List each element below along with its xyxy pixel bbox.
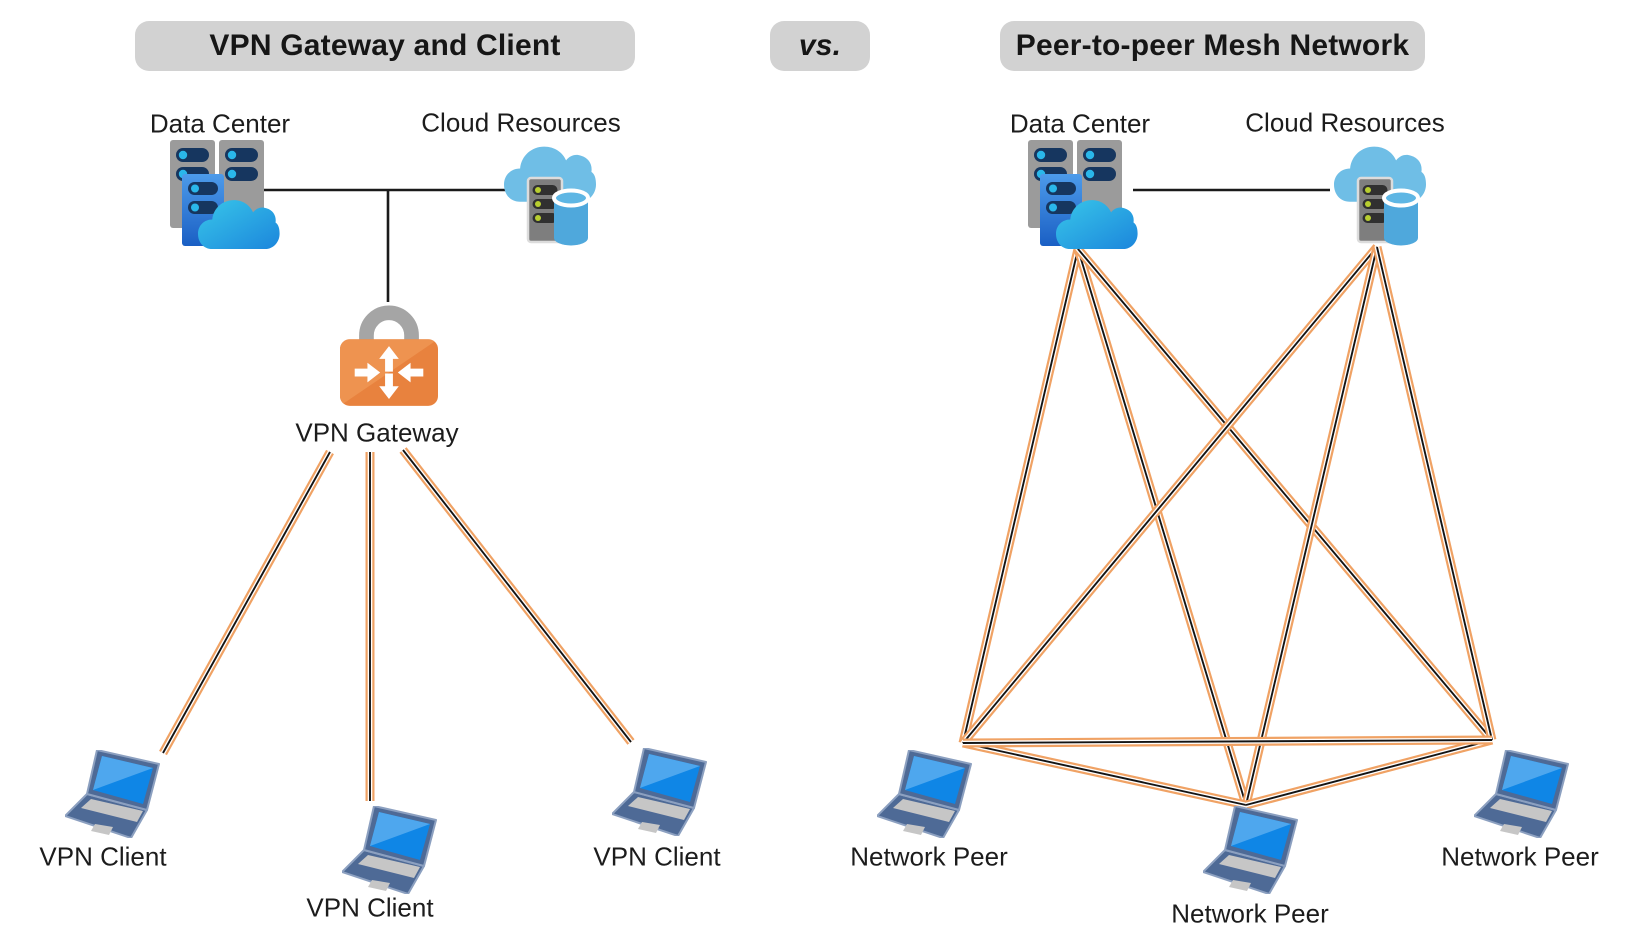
- laptop-icon: [65, 750, 160, 838]
- label-network-peer-3: Network Peer: [1441, 841, 1599, 872]
- label-vpn-client-2: VPN Client: [306, 892, 434, 923]
- laptop-icon: [612, 748, 707, 836]
- vpn-tunnel-lines: [159, 447, 635, 801]
- data-center-icon: [1028, 140, 1138, 250]
- label-network-peer-2: Network Peer: [1171, 898, 1329, 929]
- cloud-resources-icon: [1332, 144, 1428, 246]
- plain-connector-lines: [263, 188, 1330, 302]
- data-center-icon: [170, 140, 280, 250]
- label-cloud-resources-right: Cloud Resources: [1245, 107, 1445, 138]
- laptop-icon: [342, 806, 437, 894]
- label-cloud-resources-left: Cloud Resources: [421, 107, 621, 138]
- label-data-center-right: Data Center: [1009, 108, 1151, 139]
- laptop-icon: [1474, 750, 1569, 838]
- label-vpn-client-1: VPN Client: [39, 841, 167, 872]
- label-data-center-left: Data Center: [149, 108, 291, 139]
- cloud-resources-icon: [502, 144, 598, 246]
- vpn-gateway-lock-icon: [340, 313, 438, 406]
- laptop-icon: [877, 750, 972, 838]
- right-panel-title: Peer-to-peer Mesh Network: [1000, 21, 1425, 71]
- label-vpn-client-3: VPN Client: [593, 841, 721, 872]
- laptop-icon: [1203, 806, 1298, 894]
- label-network-peer-1: Network Peer: [850, 841, 1008, 872]
- vs-badge: vs.: [770, 21, 870, 71]
- mesh-tunnel-lines: [958, 244, 1497, 810]
- label-vpn-gateway: VPN Gateway: [295, 417, 459, 448]
- left-panel-title: VPN Gateway and Client: [135, 21, 635, 71]
